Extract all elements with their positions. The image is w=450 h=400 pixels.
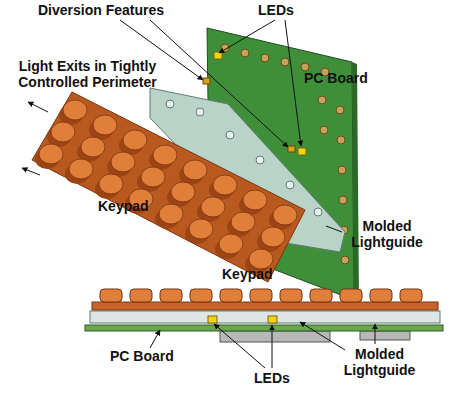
board-pad [337, 136, 345, 144]
key-button [227, 212, 255, 237]
keypad-base-section [92, 302, 438, 310]
lightguide-hole [226, 131, 234, 139]
board-pad [261, 54, 269, 62]
light-exit-arrow [28, 102, 48, 112]
part-label: Keypad [222, 266, 273, 282]
diversion-feature [288, 146, 295, 152]
board-pad [341, 256, 349, 264]
key-button [65, 159, 93, 184]
key-button [215, 234, 243, 259]
leader-lines [150, 322, 375, 368]
leader-line [326, 226, 342, 232]
key-button [107, 152, 135, 177]
part-label: Keypad [98, 198, 149, 214]
key-button [257, 227, 285, 252]
led [268, 316, 277, 323]
board-edge [352, 62, 359, 300]
key-button [95, 174, 123, 199]
led [298, 148, 306, 155]
part-label: Molded Lightguide [332, 346, 427, 378]
leader-line [214, 324, 265, 368]
part-label: PC Board [304, 70, 368, 86]
leader-line [150, 330, 160, 348]
key-section [130, 289, 152, 302]
key-button [155, 204, 183, 229]
part-label: PC Board [110, 348, 174, 364]
part-label: Diversion Features [38, 2, 164, 18]
key-button [239, 190, 267, 215]
leader-line [375, 324, 376, 344]
leader-lines [22, 20, 342, 232]
board-pad [339, 196, 347, 204]
part-label: LEDs [254, 370, 290, 386]
key-button [119, 130, 147, 155]
key-button [179, 160, 207, 185]
key-section [190, 289, 212, 302]
key-section [160, 289, 182, 302]
part-label: Light Exits in Tightly Controlled Perime… [0, 58, 175, 90]
key-section [280, 289, 302, 302]
key-button [35, 144, 63, 169]
part-label: Molded Lightguide [343, 218, 431, 250]
key-button [209, 175, 237, 200]
lightguide-section [90, 311, 440, 323]
key-section [220, 289, 242, 302]
board-pad [320, 126, 328, 134]
key-button [47, 122, 75, 147]
led [214, 52, 222, 59]
board-pad [281, 58, 289, 66]
leader-line [219, 20, 275, 53]
lightguide-hole [196, 108, 204, 116]
key-button [185, 219, 213, 244]
board-pad [301, 63, 309, 71]
key-button [59, 100, 87, 125]
key-button [89, 115, 117, 140]
lightguide-hole [256, 156, 264, 164]
key-button [197, 197, 225, 222]
key-button [269, 205, 297, 230]
key-section [340, 289, 362, 302]
key-section [250, 289, 272, 302]
diversion-feature [203, 78, 210, 84]
lightguide-hole [314, 208, 322, 216]
component-block [220, 331, 330, 342]
leader-line [300, 322, 345, 350]
lightguide-hole [166, 100, 174, 108]
component-block [360, 331, 410, 340]
keypad-base [32, 92, 305, 282]
board-pad [336, 106, 344, 114]
leader-line [150, 20, 288, 147]
key-button [77, 137, 105, 162]
board-pad [338, 166, 346, 174]
leader-line [272, 325, 273, 368]
key-button [137, 167, 165, 192]
key-section [370, 289, 392, 302]
key-button [167, 182, 195, 207]
leader-line [285, 20, 301, 146]
key-section [400, 289, 422, 302]
lightguide-hole [286, 181, 294, 189]
key-section [100, 289, 122, 302]
keypad [32, 92, 305, 282]
light-exit-arrow [22, 168, 40, 175]
pc-board-section [85, 325, 443, 331]
key-section [310, 289, 332, 302]
board-pad [241, 49, 249, 57]
led [208, 316, 217, 323]
cross-section [85, 289, 443, 342]
part-label: LEDs [258, 2, 294, 18]
key-button [149, 145, 177, 170]
board-pad [318, 96, 326, 104]
